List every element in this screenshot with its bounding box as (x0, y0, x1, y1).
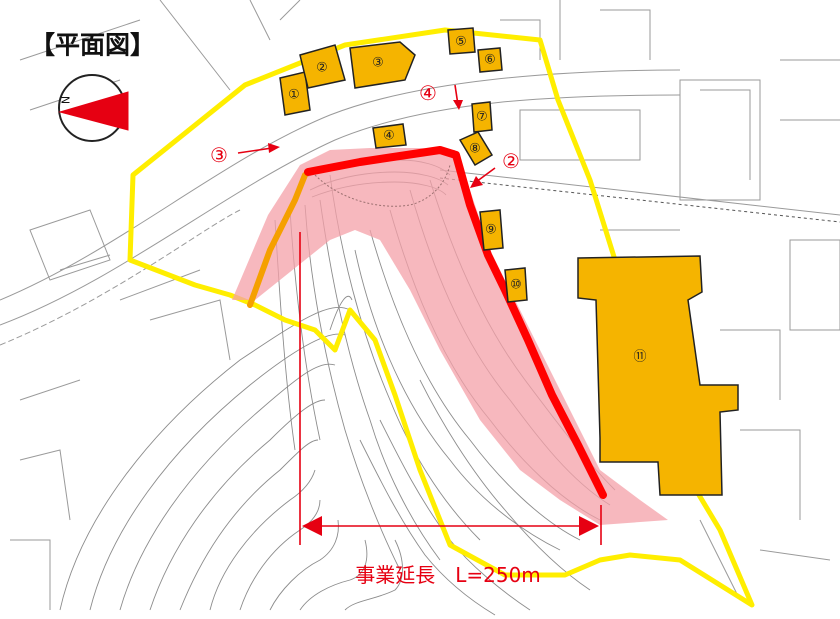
building-label-3: ③ (372, 56, 384, 71)
viewpoint-arrowhead-2 (470, 176, 483, 188)
map-title: 【平面図】 (30, 31, 155, 60)
lane-hatch (439, 177, 840, 223)
viewpoint-label-3: ③ (210, 143, 228, 167)
building-label-10: ⑩ (510, 278, 522, 293)
road-edge-lower (0, 209, 241, 346)
building-label-2: ② (316, 61, 328, 76)
building-label-6: ⑥ (484, 53, 496, 68)
lane (439, 169, 840, 216)
north-arrow-icon: N (58, 74, 129, 142)
project-boundary (127, 27, 755, 608)
road-edge-inner (0, 94, 681, 326)
building-2 (299, 44, 346, 89)
viewpoint-label-4: ④ (419, 81, 437, 105)
building-label-5: ⑤ (455, 35, 467, 50)
parcel-lines (10, 0, 840, 610)
building-4 (372, 123, 407, 149)
viewpoint-arrowhead-4 (453, 100, 463, 110)
building-label-9: ⑨ (485, 223, 497, 238)
building-9 (479, 209, 504, 251)
building-label-1: ① (288, 88, 300, 103)
building-5 (447, 27, 476, 55)
building-6 (477, 47, 503, 73)
north-arrow-letter: N (60, 96, 73, 104)
retaining-wall (304, 146, 607, 499)
slope-crest-hatch (314, 164, 451, 207)
dimension-label: 事業延長 L=250m (355, 563, 541, 587)
building-11 (577, 255, 739, 496)
building-label-8: ⑧ (469, 142, 481, 157)
building-shapes (279, 27, 739, 496)
building-3 (349, 41, 416, 89)
building-label-11: ⑪ (633, 350, 646, 365)
building-7 (471, 101, 493, 133)
dimension-line (299, 232, 602, 545)
north-arrow-needle (58, 91, 129, 131)
building-10 (504, 267, 528, 303)
viewpoint-arrow-2 (475, 167, 496, 183)
viewpoint-label-2: ② (502, 149, 520, 173)
dimension-arrowhead-right (579, 516, 599, 536)
building-8 (458, 131, 494, 167)
viewpoint-arrow-3 (237, 147, 273, 154)
viewpoint-arrowhead-3 (268, 143, 280, 153)
slope-area (232, 148, 668, 525)
building-label-7: ⑦ (476, 110, 488, 125)
road-edge-outer (0, 69, 681, 301)
building-label-4: ④ (383, 129, 395, 144)
wall-west (247, 172, 308, 308)
building-1 (279, 71, 311, 116)
dimension-arrowhead-left (302, 516, 322, 536)
